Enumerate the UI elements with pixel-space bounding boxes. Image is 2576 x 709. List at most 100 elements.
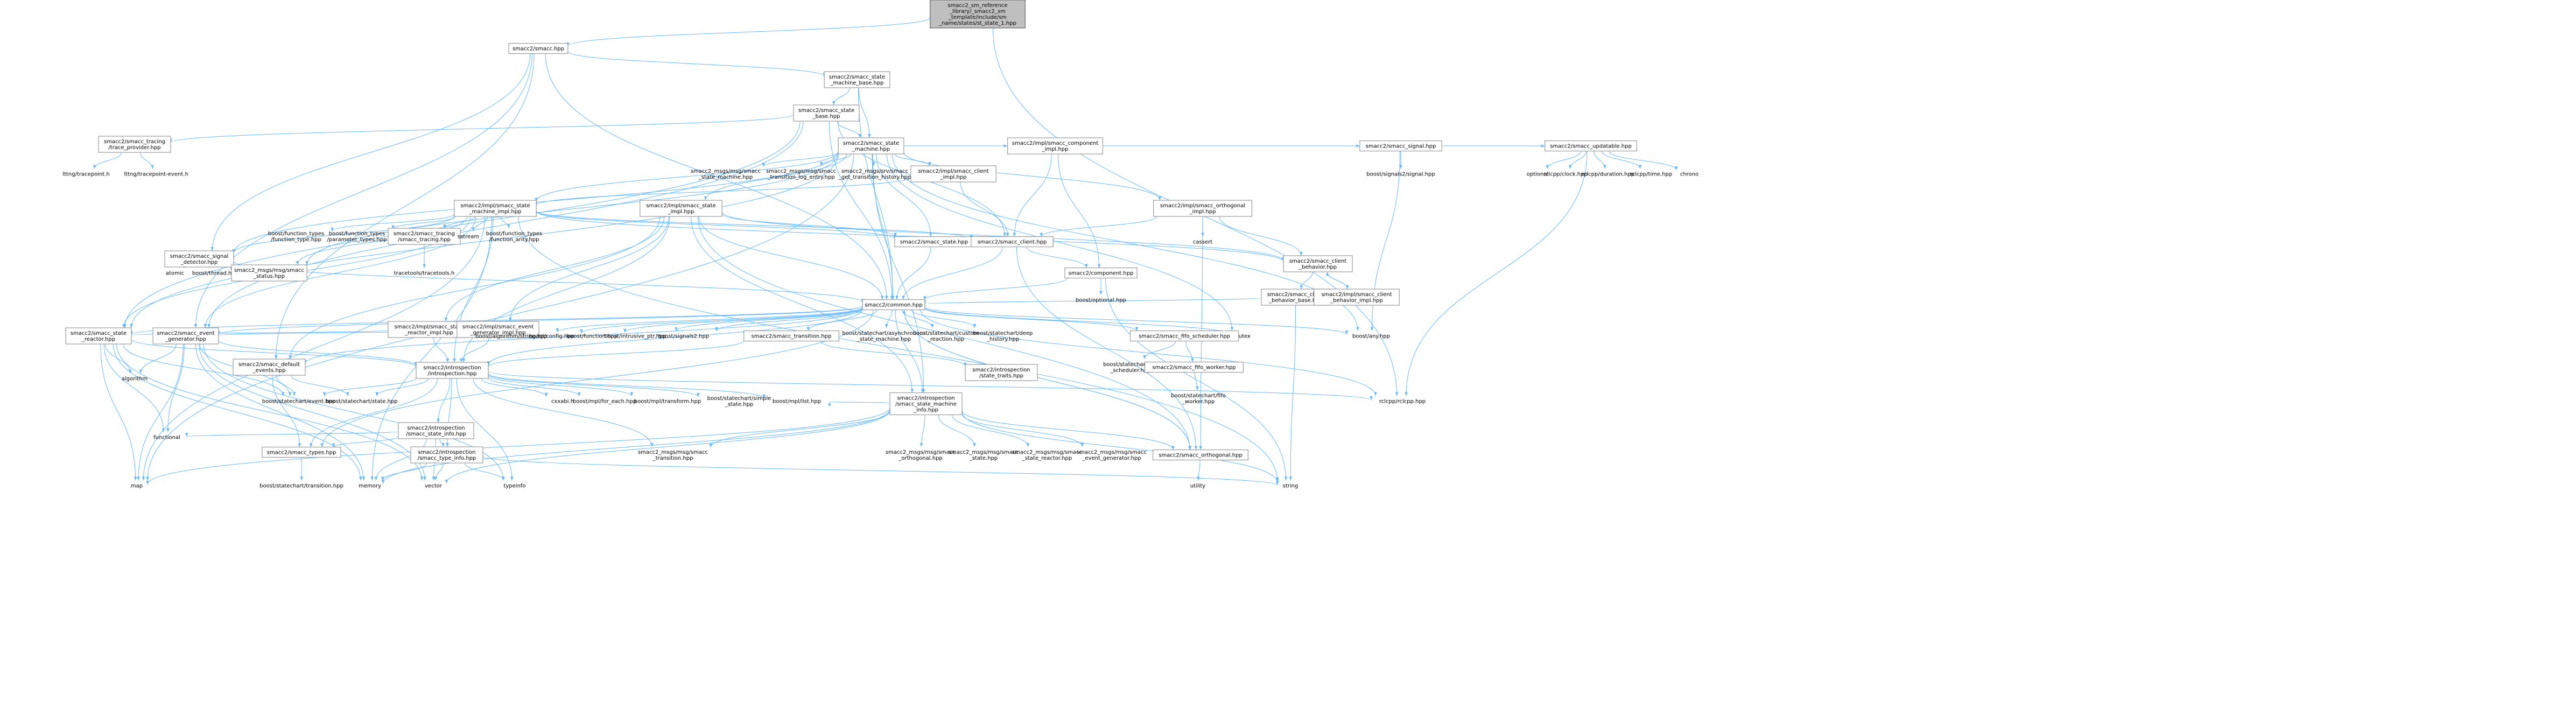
node-memory[interactable]: memory [357,481,383,491]
node-rclcpp-clock[interactable]: rclcpp/clock.hpp [1536,169,1595,179]
node-async-sm[interactable]: boost/statechart/asynchronous_state_mach… [833,328,935,344]
node-type-info[interactable]: smacc2/introspection/smacc_type_info.hpp [410,446,483,464]
node-msg-state[interactable]: smacc2_msgs/msg/smacc_state.hpp [946,447,1021,463]
node-lttng-tp[interactable]: lttng/tracepoint.h [53,169,119,179]
node-signals2-signal[interactable]: boost/signals2/signal.hpp [1357,169,1445,179]
node-optional[interactable]: optional [1521,169,1554,179]
node-sm-info[interactable]: smacc2/introspection/smacc_state_machine… [889,392,963,416]
node-mutex[interactable]: mutex [1231,331,1254,341]
node-smacc[interactable]: smacc2/smacc.hpp [508,43,568,54]
node-default-events[interactable]: smacc2/smacc_default_events.hpp [233,359,306,376]
edge-common-to-smacc-types [320,310,874,447]
node-boost-optional[interactable]: boost/optional.hpp [1068,295,1134,305]
node-label: smacc2/impl/smacc_state [646,203,715,209]
node-map[interactable]: map [126,481,148,491]
node-chrono[interactable]: chrono [1676,169,1703,179]
node-string[interactable]: string [1278,481,1304,491]
node-msg-event-gen[interactable]: smacc2_msgs/msg/smacc_event_generator.hp… [1074,447,1149,463]
node-state-info[interactable]: smacc2/introspection/smacc_state_info.hp… [398,422,474,439]
node-boost-thread[interactable]: boost/thread.hpp [186,268,245,278]
node-event-gen-impl[interactable]: smacc2/impl/smacc_event_generator_impl.h… [457,321,539,338]
node-label: /state_traits.hpp [979,373,1023,379]
node-smacc-orthogonal[interactable]: smacc2/smacc_orthogonal.hpp [1153,449,1248,461]
node-introspection[interactable]: smacc2/introspection/introspection.hpp [416,362,489,379]
node-label: smacc2/smacc_state [71,331,127,336]
node-deep-history[interactable]: boost/statechart/deep_history.hpp [965,328,1041,344]
node-rclcpp-duration[interactable]: rclcpp/duration.hpp [1574,169,1643,179]
node-event-generator[interactable]: smacc2/smacc_event_generator.hpp [152,327,219,345]
node-sc-event[interactable]: boost/statechart/event.hpp [253,396,345,406]
node-state-machine[interactable]: smacc2/smacc_state_machine.hpp [838,137,904,155]
node-fifo-scheduler[interactable]: smacc2/smacc_fifo_scheduler.hpp [1129,330,1239,342]
node-signals2[interactable]: boost/signals2.hpp [651,331,717,341]
node-signal-detector[interactable]: smacc2/smacc_signal_detector.hpp [164,250,234,268]
node-custom-reaction[interactable]: boost/statechart/custom_reaction.hpp [905,328,987,344]
node-srv-hist[interactable]: smacc2_msgs/srv/smacc_get_transition_his… [827,166,923,182]
node-sc-fifo-sched[interactable]: boost/statechart/fifo_scheduler.hpp [1093,359,1168,375]
node-tracing-hpp[interactable]: smacc2/smacc_tracing/smacc_tracing.hpp [388,228,461,245]
node-state-base[interactable]: smacc2/smacc_state_base.hpp [793,104,860,122]
node-state-reactor[interactable]: smacc2/smacc_state_reactor.hpp [65,327,132,345]
node-client-impl[interactable]: smacc2/impl/smacc_client_impl.hpp [910,165,996,182]
node-rclcpp[interactable]: rclcpp/rclcpp.hpp [1371,396,1434,406]
node-mpl-transform[interactable]: boost/mpl/transform.hpp [627,396,708,406]
node-mpl-list[interactable]: boost/mpl/list.hpp [764,396,830,406]
node-label: _machine.hpp [852,146,890,152]
node-cassert[interactable]: cassert [1188,237,1218,247]
node-smacc-types[interactable]: smacc2/smacc_types.hpp [262,446,341,458]
node-tracing-provider[interactable]: smacc2/smacc_tracing/trace_provider.hpp [98,136,171,153]
edge-state-impl-to-smacc-state [721,213,897,237]
node-sm-impl[interactable]: smacc2/impl/smacc_state_machine_impl.hpp [454,200,537,217]
node-smacc-client[interactable]: smacc2/smacc_client.hpp [971,236,1054,248]
node-utility[interactable]: utility [1183,481,1213,491]
node-algo-string[interactable]: boost/algorithm/string.hpp [466,331,558,341]
node-msg-tlog[interactable]: smacc2_msgs/msg/smacc_transition_log_ent… [757,166,846,182]
node-client-behavior[interactable]: smacc2/smacc_client_behavior.hpp [1283,255,1353,272]
node-state-traits[interactable]: smacc2/introspection/state_traits.hpp [965,364,1038,381]
node-sc-state[interactable]: boost/statechart/state.hpp [316,396,408,406]
edge-common-to-introspection [487,309,863,366]
node-signal[interactable]: smacc2/smacc_signal.hpp [1359,140,1442,152]
node-msg-status[interactable]: smacc2_msgs/msg/smacc_status.hpp [231,264,307,282]
node-mpl-foreach[interactable]: boost/mpl/for_each.hpp [565,396,644,406]
node-msg-transition[interactable]: smacc2_msgs/msg/smacc_transition.hpp [635,447,711,463]
node-smacc-state[interactable]: smacc2/smacc_state.hpp [894,236,974,248]
node-sm-base[interactable]: smacc2/smacc_state_machine_base.hpp [824,71,890,88]
node-common[interactable]: smacc2/common.hpp [862,299,925,311]
node-sc-fifo-worker[interactable]: boost/statechart/fifo_worker.hpp [1161,390,1236,406]
node-fifo-worker[interactable]: smacc2/smacc_fifo_worker.hpp [1145,361,1244,373]
node-sstream[interactable]: sstream [454,231,483,242]
node-rclcpp-time[interactable]: rclcpp/time.hpp [1623,169,1679,179]
node-cxxabi[interactable]: cxxabi.h [546,396,579,406]
node-component[interactable]: smacc2/component.hpp [1064,267,1138,279]
node-smacc-transition[interactable]: smacc2/smacc_transition.hpp [743,330,839,342]
node-functional[interactable]: functional [148,432,187,443]
node-msg-sm[interactable]: smacc2_msgs/msg/smacc_state_machine.hpp [688,166,763,182]
node-state-impl[interactable]: smacc2/impl/smacc_state_impl.hpp [640,200,722,217]
node-orthogonal-impl[interactable]: smacc2/impl/smacc_orthogonal_impl.hpp [1153,200,1253,217]
node-atomic[interactable]: atomic [162,268,188,278]
node-msg-state-reactor[interactable]: smacc2_msgs/msg/smacc_state_reactor.hpp [1009,447,1085,463]
node-intrusive-ptr[interactable]: boost/intrusive_ptr.hpp [594,331,676,341]
edge-state-base-to-event-generator [207,121,804,328]
node-typeinfo[interactable]: typeinfo [499,481,531,491]
node-vector[interactable]: vector [420,481,447,491]
edge-tracing-provider-to-lttng-tp [93,152,122,169]
node-lttng-tpe[interactable]: lttng/tracepoint-event.h [114,169,199,179]
node-ft-param[interactable]: boost/function_types/parameter_types.hpp [321,228,393,244]
node-boost-any[interactable]: boost/any.hpp [1346,331,1395,341]
node-sc-simple-state[interactable]: boost/statechart/simple_state.hpp [698,393,780,409]
node-algorithm[interactable]: algorithm [117,374,153,384]
node-boost-function[interactable]: boost/function.hpp [559,331,625,341]
node-sc-transition[interactable]: boost/statechart/transition.hpp [247,481,355,491]
node-state-reactor-impl[interactable]: smacc2/impl/smacc_state_reactor_impl.hpp [388,321,471,338]
node-boost-config[interactable]: boost/config.hpp [522,331,581,341]
node-ft-arity[interactable]: boost/function_types/function_arity.hpp [478,228,550,244]
node-cb-impl[interactable]: smacc2/impl/smacc_client_behavior_impl.h… [1314,289,1400,306]
node-tracetools[interactable]: tracetools/tracetools.h [383,268,465,278]
node-root[interactable]: smacc2_sm_reference_library/_smacc2_sm_t… [930,0,1026,29]
node-updatable[interactable]: smacc2/smacc_updatable.hpp [1545,140,1637,152]
node-component-impl[interactable]: smacc2/impl/smacc_component_impl.hpp [1007,137,1103,155]
node-msg-orthogonal[interactable]: smacc2_msgs/msg/smacc_orthogonal.hpp [883,447,958,463]
node-ft-function[interactable]: boost/function_types/function_type.hpp [260,228,332,244]
